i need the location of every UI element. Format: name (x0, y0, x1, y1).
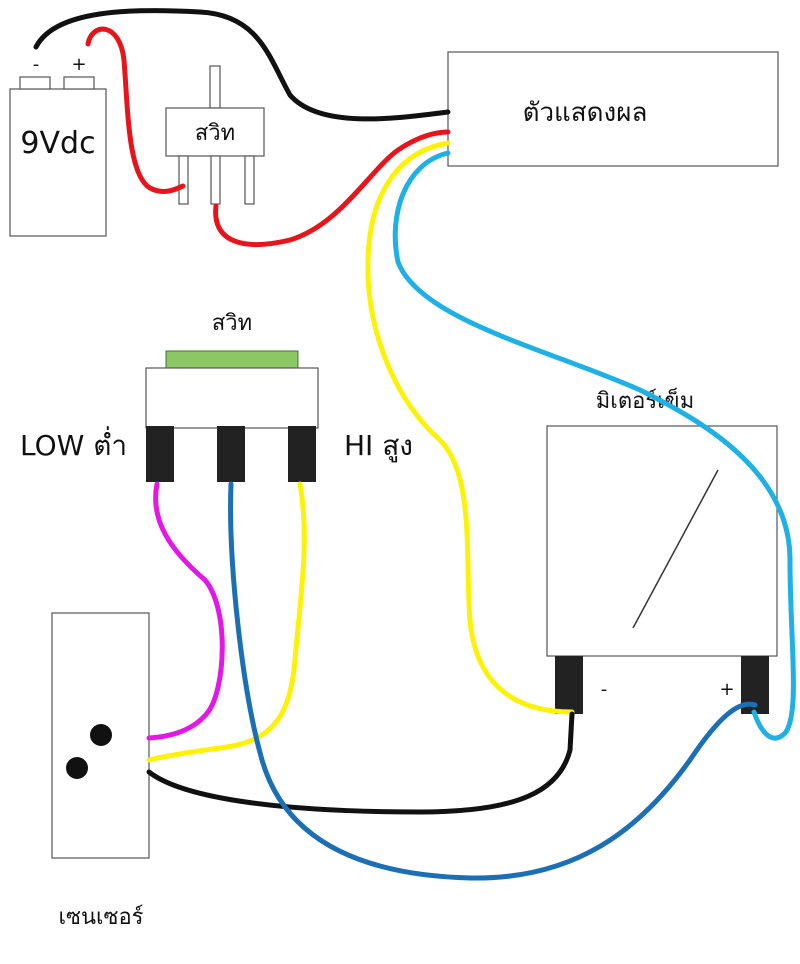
battery-label: 9Vdc (20, 126, 95, 161)
wire-darkblue-middle-meter (228, 481, 758, 881)
sensor-label: เซนเซอร์ (59, 905, 144, 930)
meter-pos-label: + (719, 679, 734, 700)
battery-pos-label: + (71, 54, 86, 75)
wire-lightblue-display-meter (392, 150, 796, 741)
low-label: LOW ต่ำ (20, 426, 127, 462)
wires (33, 8, 796, 881)
wire-red-battery (85, 26, 186, 194)
wire-yellow-display-meter (365, 140, 575, 715)
display-label: ตัวแสดงผล (523, 98, 648, 128)
meter-neg-label: - (601, 679, 608, 700)
wire-magenta-low (146, 481, 225, 741)
wire-red-display (213, 129, 451, 248)
top-switch: สวิท (165, 65, 265, 205)
top-switch-label: สวิท (195, 121, 235, 146)
selector-switch: สวิท LOW ต่ำ HI สูง (20, 311, 413, 482)
battery: - + 9Vdc (9, 54, 107, 237)
needle-meter: มิเตอร์เข็ม - + (546, 386, 778, 714)
wire-yellow-hi (146, 481, 307, 763)
display-unit: ตัวแสดงผล (447, 51, 779, 167)
wire-black-top (33, 8, 451, 122)
sensor: เซนเซอร์ (51, 612, 150, 930)
meter-needle (632, 469, 719, 629)
hi-label: HI สูง (344, 429, 413, 463)
selector-switch-title: สวิท (212, 311, 252, 336)
selector-switch-knob (165, 350, 299, 369)
battery-neg-label: - (33, 54, 40, 75)
wire-black-sensor-meter (146, 711, 575, 815)
